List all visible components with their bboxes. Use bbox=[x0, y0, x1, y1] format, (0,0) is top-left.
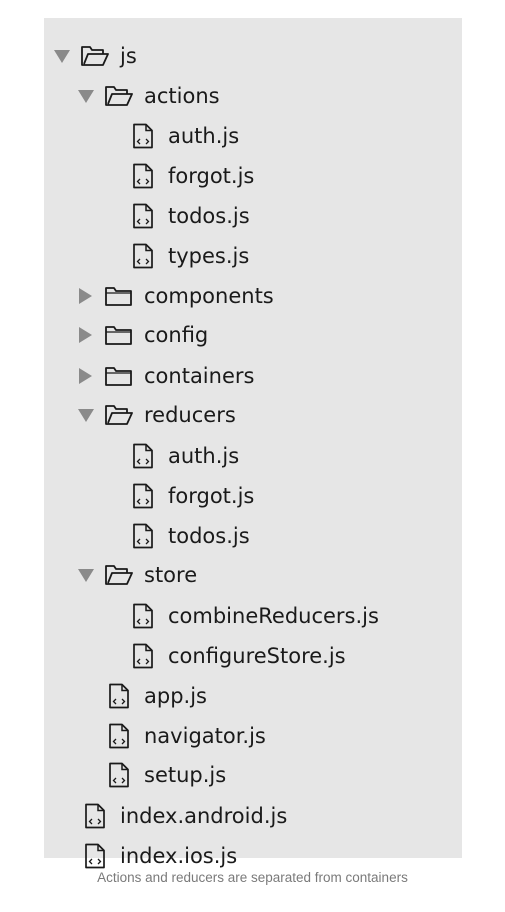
tree-file-row[interactable]: todos.js bbox=[44, 516, 462, 556]
folder-open-icon bbox=[104, 403, 134, 431]
tree-folder-row[interactable]: components bbox=[44, 276, 462, 316]
tree-item-label: containers bbox=[144, 364, 255, 388]
js-file-icon bbox=[108, 683, 130, 713]
folder-closed-icon bbox=[104, 284, 134, 312]
tree-item-label: js bbox=[120, 44, 137, 68]
folder-open-icon bbox=[104, 563, 134, 591]
tree-file-row[interactable]: setup.js bbox=[44, 755, 462, 795]
js-file-icon bbox=[132, 123, 154, 153]
tree-folder-row[interactable]: reducers bbox=[44, 395, 462, 435]
tree-file-row[interactable]: forgot.js bbox=[44, 476, 462, 516]
tree-file-row[interactable]: combineReducers.js bbox=[44, 596, 462, 636]
tree-item-label: index.ios.js bbox=[120, 844, 238, 868]
tree-file-row[interactable]: todos.js bbox=[44, 196, 462, 236]
tree-item-label: combineReducers.js bbox=[168, 604, 379, 628]
tree-item-label: actions bbox=[144, 84, 220, 108]
tree-item-label: setup.js bbox=[144, 763, 227, 787]
folder-closed-icon bbox=[104, 364, 134, 392]
tree-file-row[interactable]: auth.js bbox=[44, 116, 462, 156]
tree-item-label: store bbox=[144, 563, 198, 587]
disclosure-triangle-open-icon[interactable] bbox=[78, 569, 94, 582]
tree-file-row[interactable]: index.android.js bbox=[44, 796, 462, 836]
disclosure-triangle-open-icon[interactable] bbox=[54, 50, 70, 63]
js-file-icon bbox=[108, 762, 130, 792]
js-file-icon bbox=[132, 163, 154, 193]
figure-caption: Actions and reducers are separated from … bbox=[97, 870, 408, 885]
disclosure-triangle-open-icon[interactable] bbox=[78, 90, 94, 103]
tree-item-label: index.android.js bbox=[120, 804, 288, 828]
tree-file-row[interactable]: configureStore.js bbox=[44, 636, 462, 676]
folder-open-icon bbox=[80, 44, 110, 72]
tree-file-row[interactable]: navigator.js bbox=[44, 716, 462, 756]
tree-item-label: forgot.js bbox=[168, 484, 255, 508]
file-tree-panel: js actions auth.js forgot.js todos.js ty… bbox=[44, 18, 462, 869]
tree-file-row[interactable]: forgot.js bbox=[44, 156, 462, 196]
js-file-icon bbox=[108, 723, 130, 753]
js-file-icon bbox=[84, 803, 106, 833]
tree-item-label: auth.js bbox=[168, 444, 240, 468]
tree-folder-row[interactable]: config bbox=[44, 315, 462, 355]
js-file-icon bbox=[132, 243, 154, 273]
tree-item-label: configureStore.js bbox=[168, 644, 346, 668]
disclosure-triangle-closed-icon[interactable] bbox=[79, 368, 92, 384]
tree-item-label: todos.js bbox=[168, 524, 250, 548]
folder-closed-icon bbox=[104, 323, 134, 351]
disclosure-triangle-closed-icon[interactable] bbox=[79, 327, 92, 343]
tree-item-label: components bbox=[144, 284, 274, 308]
tree-item-label: todos.js bbox=[168, 204, 250, 228]
tree-item-label: types.js bbox=[168, 244, 250, 268]
tree-file-row[interactable]: types.js bbox=[44, 236, 462, 276]
tree-folder-row[interactable]: containers bbox=[44, 356, 462, 396]
tree-item-label: app.js bbox=[144, 684, 207, 708]
disclosure-triangle-closed-icon[interactable] bbox=[79, 288, 92, 304]
tree-folder-row[interactable]: actions bbox=[44, 76, 462, 116]
tree-item-label: auth.js bbox=[168, 124, 240, 148]
tree-file-row[interactable]: app.js bbox=[44, 676, 462, 716]
tree-file-row[interactable]: index.ios.js bbox=[44, 836, 462, 876]
js-file-icon bbox=[132, 203, 154, 233]
js-file-icon bbox=[132, 483, 154, 513]
tree-item-label: navigator.js bbox=[144, 724, 266, 748]
js-file-icon bbox=[132, 523, 154, 553]
tree-folder-row[interactable]: js bbox=[44, 36, 462, 76]
js-file-icon bbox=[132, 603, 154, 633]
tree-item-label: forgot.js bbox=[168, 164, 255, 188]
js-file-icon bbox=[132, 443, 154, 473]
tree-file-row[interactable]: auth.js bbox=[44, 436, 462, 476]
js-file-icon bbox=[132, 643, 154, 673]
js-file-icon bbox=[84, 843, 106, 873]
folder-open-icon bbox=[104, 84, 134, 112]
disclosure-triangle-open-icon[interactable] bbox=[78, 409, 94, 422]
tree-item-label: config bbox=[144, 323, 209, 347]
tree-item-label: reducers bbox=[144, 403, 236, 427]
tree-folder-row[interactable]: store bbox=[44, 555, 462, 595]
